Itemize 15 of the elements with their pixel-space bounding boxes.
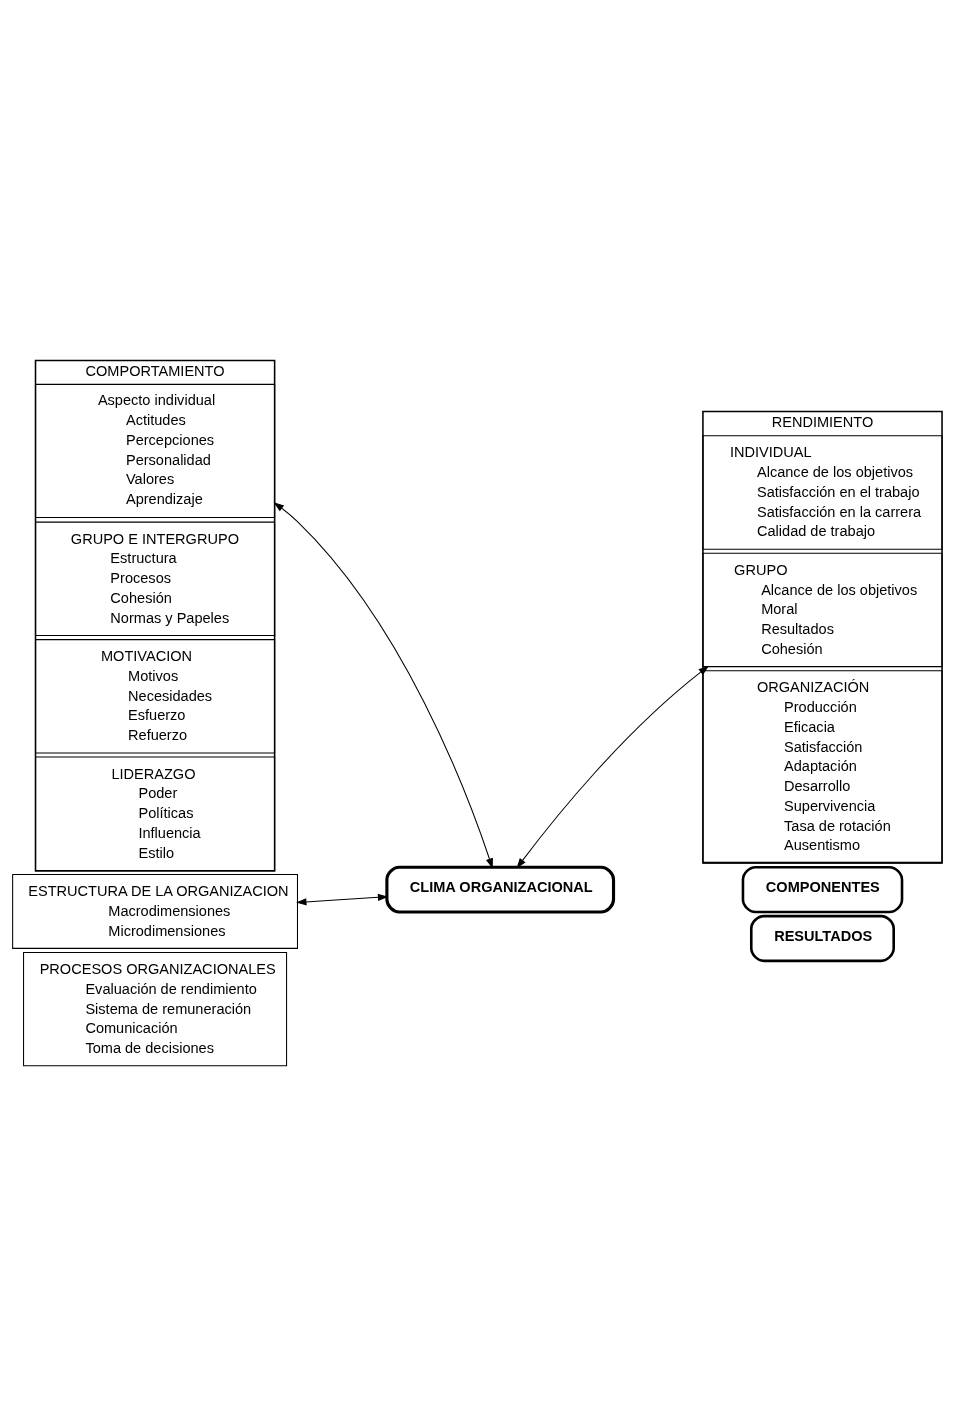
node-box: Aspecto individual Actitudes Percepciones Personalidad Valores Aprendizaje	[35, 383, 276, 518]
node-box: MOTIVACION Motivos Necesidades Esfuerzo Refuerzo	[35, 638, 276, 753]
node-box: GRUPO E INTERGRUPO Estructura Procesos Cohesión Normas y Papeles	[35, 521, 276, 636]
node-box: RESULTADOS	[750, 914, 895, 962]
node-box: PROCESOS ORGANIZACIONALES Evaluación de rendimiento Sistema de remuneración Comunicación Toma de decisiones	[23, 951, 288, 1066]
node-box: LIDERAZGO Poder Políticas Influencia Estilo	[35, 756, 276, 871]
node-box: COMPONENTES	[741, 865, 904, 913]
node-box: INDIVIDUAL Alcance de los objetivos Satisfacción en el trabajo Satisfacción en la carrera Calidad de trabajo	[702, 434, 943, 550]
node-box: ORGANIZACIÓN Producción Eficacia Satisfacción Adaptación Desarrollo Supervivencia Tasa de rotación Ausentismo	[702, 669, 943, 864]
node-box: GRUPO Alcance de los objetivos Moral Resultados Cohesión	[702, 552, 943, 667]
arrow	[516, 665, 709, 869]
node-box: ESTRUCTURA DE LA ORGANIZACION Macrodimensiones Microdimensiones	[12, 873, 298, 949]
arrow	[273, 501, 493, 869]
arrow	[296, 893, 389, 906]
node-box: CLIMA ORGANIZACIONAL	[385, 865, 616, 914]
